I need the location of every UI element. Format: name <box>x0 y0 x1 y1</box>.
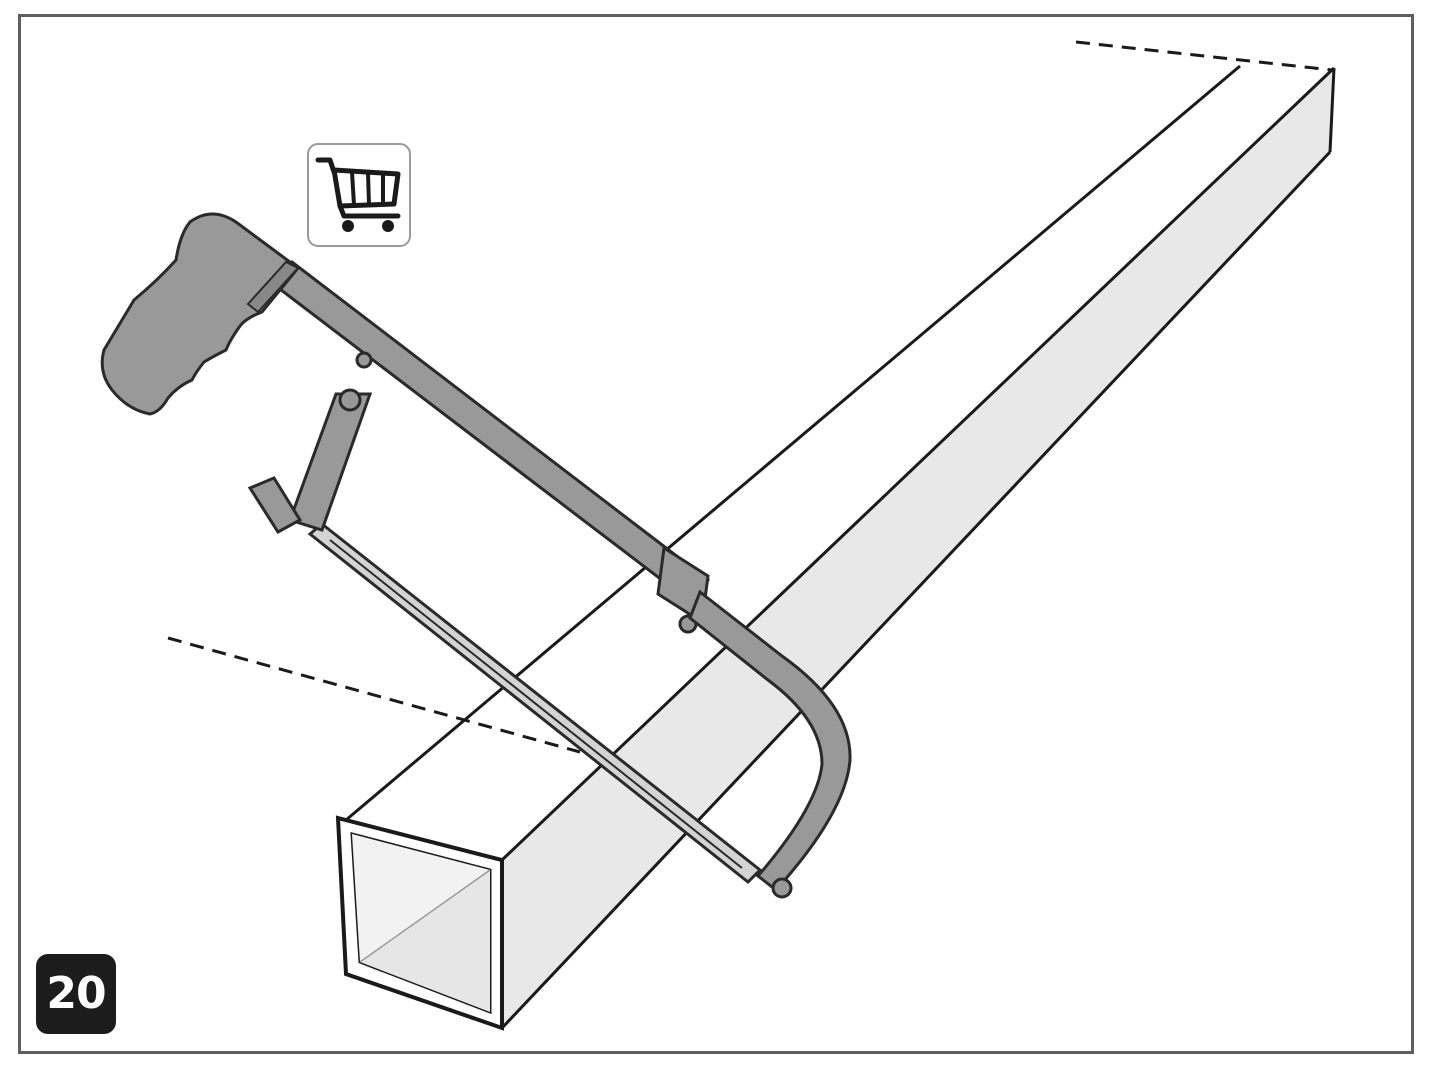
cut-guide-lines <box>167 40 1333 754</box>
tube-inner-shade-2 <box>352 834 490 962</box>
front-blade-pin <box>771 877 793 899</box>
cart-base <box>337 203 401 219</box>
cart-wheel-right <box>382 220 394 232</box>
tube-inner-diagonal <box>359 869 491 963</box>
step-number-badge: 20 <box>36 954 116 1034</box>
square-tube-icon <box>335 64 1336 1031</box>
tube-edge-top-left <box>345 64 1241 822</box>
hacksaw-icon <box>100 212 852 899</box>
tube-edge-far-end <box>1328 67 1336 153</box>
cut-line-near <box>167 636 581 754</box>
shopping-cart-icon <box>307 143 411 247</box>
strut-pivot <box>338 388 362 412</box>
hacksaw-rear-strut <box>288 392 373 532</box>
tube-side-face <box>502 66 1334 1028</box>
cart-basket <box>331 167 401 209</box>
tube-edge-top-right <box>500 66 1336 862</box>
tube-inner-shade <box>360 870 490 1012</box>
hacksaw-tensioner <box>247 476 303 534</box>
cut-line-far <box>1075 40 1333 72</box>
tube-edge-bottom-right <box>500 150 1332 1030</box>
blade-teeth-line <box>329 539 743 869</box>
hacksaw-handle <box>100 212 301 416</box>
cart-wheel-left <box>342 220 354 232</box>
frame-rivet <box>355 351 373 369</box>
hacksaw-handle-collar <box>246 260 300 314</box>
tube-top-face <box>346 66 1334 860</box>
